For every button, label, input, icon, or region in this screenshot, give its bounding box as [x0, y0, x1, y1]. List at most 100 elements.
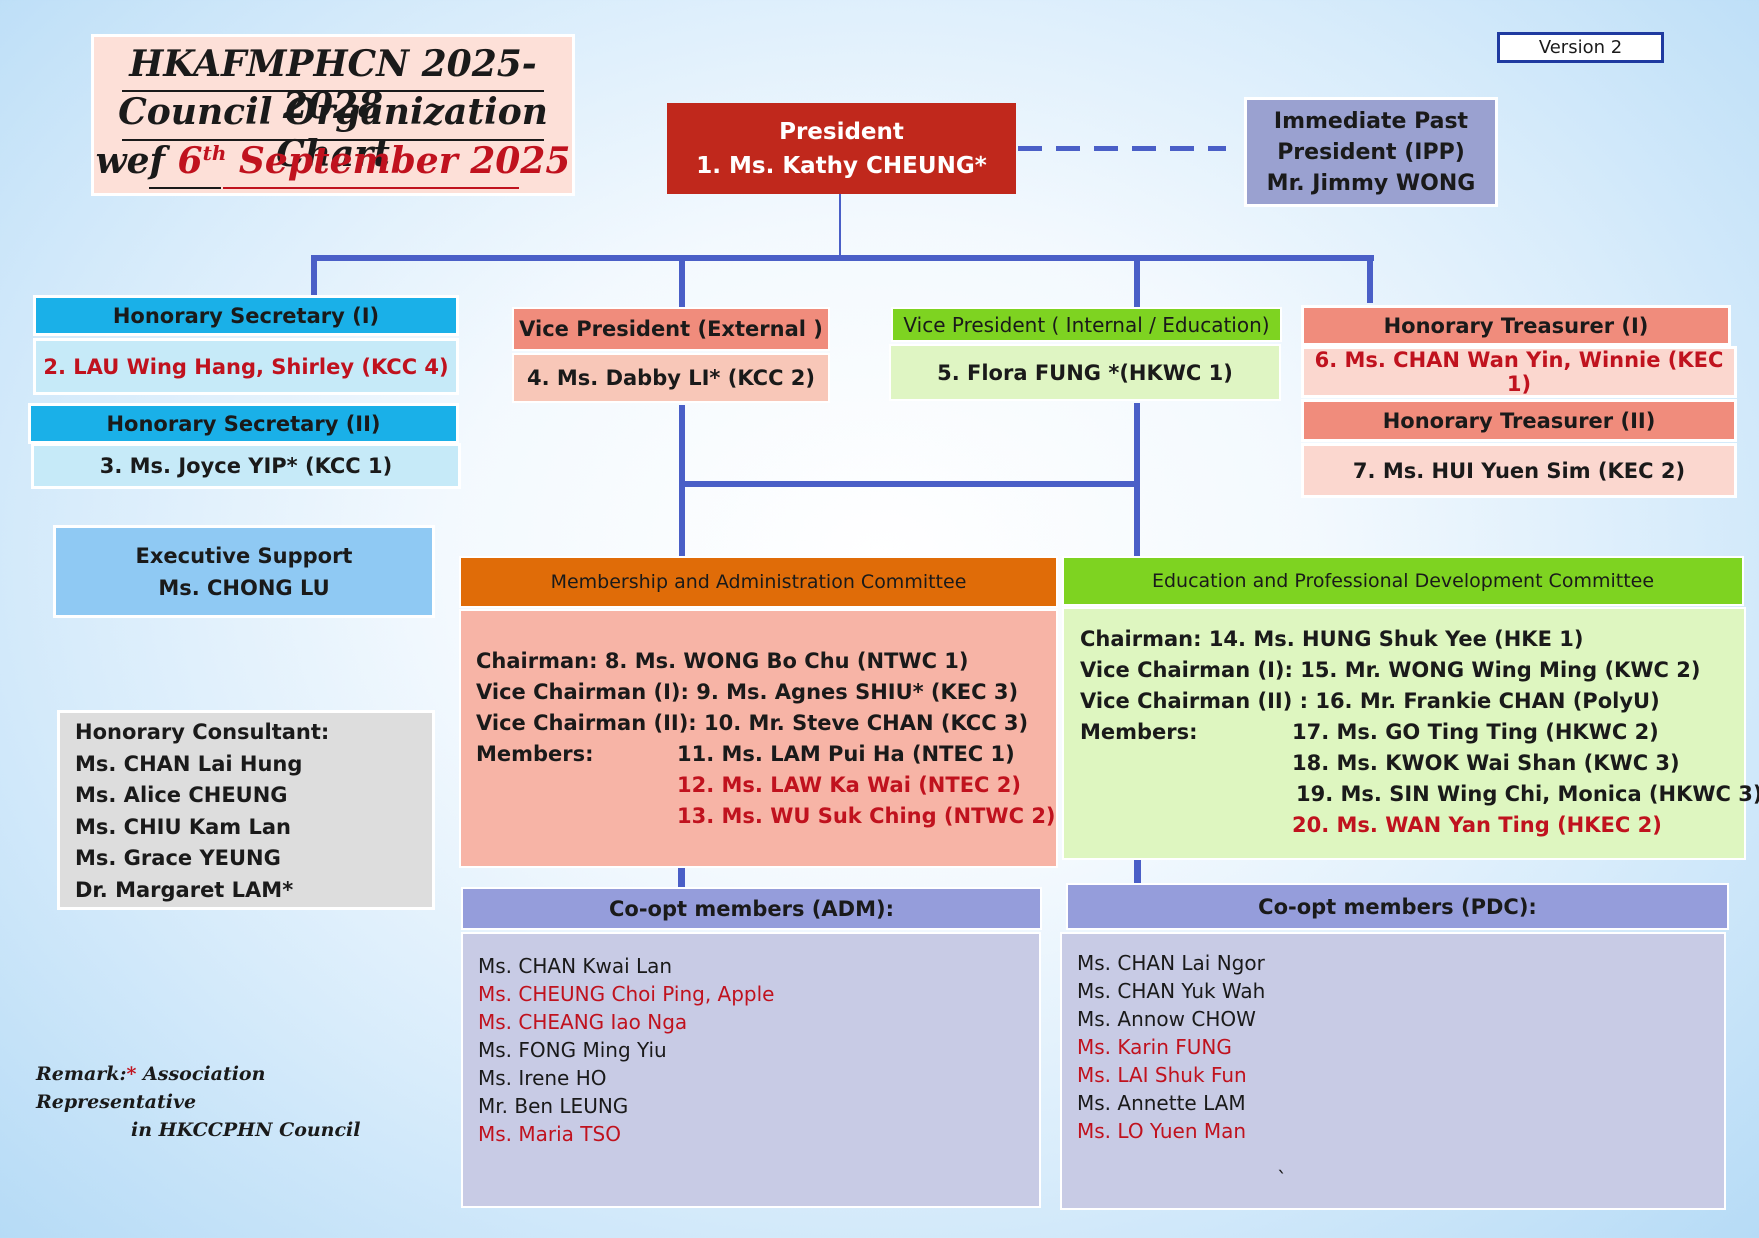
coopt-pdc-title: Co-opt members (PDC):: [1066, 883, 1729, 930]
treasurer-2-name: 7. Ms. HUI Yuen Sim (KEC 2): [1301, 443, 1737, 498]
adm-committee-members: Chairman: 8. Ms. WONG Bo Chu (NTWC 1) Vi…: [459, 609, 1058, 868]
ipp-name: Mr. Jimmy WONG: [1266, 170, 1476, 196]
consultant-name: Ms. CHAN Lai Hung: [75, 751, 303, 776]
connector-vp-int-down: [1134, 403, 1140, 556]
pdc-role: Chairman:: [1080, 627, 1209, 651]
title-rule-1: [122, 90, 544, 92]
coopt-pdc-member: Ms. LO Yuen Man: [1077, 1119, 1247, 1143]
pdc-member-name: 18. Ms. KWOK Wai Shan (KWC 3): [1292, 751, 1680, 775]
title-date-rest: September 2025: [238, 140, 571, 182]
pdc-row-vice-chairman-1: Vice Chairman (I): 15. Mr. WONG Wing Min…: [1080, 658, 1700, 682]
adm-row-vice-chairman-2: Vice Chairman (II): 10. Mr. Steve CHAN (…: [476, 711, 1028, 735]
pdc-role: Vice Chairman (II) :: [1080, 689, 1316, 713]
remark-text: Association Representative: [36, 1063, 266, 1113]
vp-external-name: 4. Ms. Dabby LI* (KCC 2): [512, 353, 830, 403]
connector-top-bar: [311, 255, 1374, 261]
coopt-pdc-member: Ms. Karin FUNG: [1077, 1035, 1232, 1059]
coopt-pdc-member: Ms. LAI Shuk Fun: [1077, 1063, 1247, 1087]
coopt-pdc-member: Ms. CHAN Lai Ngor: [1077, 951, 1265, 975]
connector-vp-ext-down: [679, 405, 685, 556]
honorary-consultant-box: Honorary Consultant: Ms. CHAN Lai Hung M…: [57, 710, 435, 910]
coopt-adm-member: Ms. Irene HO: [478, 1066, 607, 1090]
adm-member-name: 8. Ms. WONG Bo Chu (NTWC 1): [604, 649, 969, 673]
adm-member-name: 13. Ms. WU Suk Ching (NTWC 2): [677, 804, 1056, 828]
adm-role: Chairman:: [476, 649, 605, 673]
adm-row-members-label: Members:: [476, 742, 594, 766]
president-box: President 1. Ms. Kathy CHEUNG*: [667, 103, 1016, 194]
vp-internal-title: Vice President ( Internal / Education): [891, 307, 1282, 342]
stray-mark: `: [1277, 1167, 1287, 1191]
pdc-member-name: 19. Ms. SIN Wing Chi, Monica (HKWC 3): [1296, 782, 1759, 806]
treasurer-2-title: Honorary Treasurer (II): [1301, 399, 1737, 442]
ipp-line-2: President (IPP): [1277, 139, 1465, 165]
pdc-member-name: 16. Mr. Frankie CHAN (PolyU): [1315, 689, 1660, 713]
title-date-line: wef 6th September 2025: [94, 140, 572, 182]
executive-support-title: Executive Support: [135, 543, 353, 568]
title-rule-3: [149, 187, 221, 189]
version-label: Version 2: [1497, 32, 1664, 63]
consultant-title: Honorary Consultant:: [75, 720, 330, 744]
adm-row-chairman: Chairman: 8. Ms. WONG Bo Chu (NTWC 1): [476, 649, 969, 673]
secretary-1-title: Honorary Secretary (I): [33, 295, 459, 336]
coopt-pdc-member: Ms. Annow CHOW: [1077, 1007, 1256, 1031]
coopt-pdc-list: Ms. CHAN Lai Ngor Ms. CHAN Yuk Wah Ms. A…: [1060, 932, 1726, 1210]
executive-support-box: Executive Support Ms. CHONG LU: [53, 525, 435, 618]
adm-member-name: 9. Ms. Agnes SHIU* (KEC 3): [696, 680, 1019, 704]
executive-support-name: Ms. CHONG LU: [158, 575, 330, 600]
adm-role: Vice Chairman (I):: [476, 680, 697, 704]
connector-vp-cross: [679, 481, 1140, 487]
pdc-role: Vice Chairman (I):: [1080, 658, 1301, 682]
coopt-adm-member: Ms. FONG Ming Yiu: [478, 1038, 667, 1062]
remark-line-1: Remark:* Association Representative: [36, 1060, 416, 1116]
remark-star: *: [126, 1063, 137, 1085]
adm-role: Vice Chairman (II):: [476, 711, 705, 735]
connector-drop-vp-external: [679, 258, 685, 307]
coopt-adm-list: Ms. CHAN Kwai Lan Ms. CHEUNG Choi Ping, …: [461, 932, 1041, 1208]
connector-adm-coopt: [678, 868, 685, 887]
treasurer-1-name: 6. Ms. CHAN Wan Yin, Winnie (KEC 1): [1301, 346, 1737, 398]
pdc-committee-title: Education and Professional Development C…: [1062, 556, 1744, 606]
title-rule-2: [122, 139, 544, 141]
title-wef: wef: [95, 140, 165, 182]
title-date-suffix: th: [202, 141, 227, 165]
consultant-name: Dr. Margaret LAM*: [75, 877, 294, 902]
title-line-1: HKAFMPHCN 2025-2028: [129, 43, 537, 127]
title-date: 6th September 2025: [178, 140, 571, 182]
ipp-box: Immediate Past President (IPP) Mr. Jimmy…: [1244, 97, 1498, 207]
coopt-pdc-member: Ms. CHAN Yuk Wah: [1077, 979, 1266, 1003]
pdc-member-name: 20. Ms. WAN Yan Ting (HKEC 2): [1292, 813, 1662, 837]
connector-ipp-dashed: [1018, 146, 1226, 151]
vp-internal-name: 5. Flora FUNG *(HKWC 1): [889, 344, 1281, 401]
adm-row-vice-chairman-1: Vice Chairman (I): 9. Ms. Agnes SHIU* (K…: [476, 680, 1018, 704]
secretary-2-title: Honorary Secretary (II): [28, 403, 459, 444]
president-title: President: [779, 118, 904, 145]
title-rule-red: [223, 187, 519, 189]
pdc-row-members-label: Members:: [1080, 720, 1198, 744]
coopt-pdc-member: Ms. Annette LAM: [1077, 1091, 1246, 1115]
secretary-2-name: 3. Ms. Joyce YIP* (KCC 1): [31, 443, 461, 489]
secretary-1-name: 2. LAU Wing Hang, Shirley (KCC 4): [33, 338, 459, 395]
connector-drop-vp-internal: [1134, 258, 1140, 307]
chart-title-box: HKAFMPHCN 2025-2028 Council Organization…: [91, 34, 575, 196]
consultant-name: Ms. Grace YEUNG: [75, 846, 281, 870]
title-date-day: 6: [177, 140, 203, 182]
vp-external-title: Vice President (External ): [512, 307, 830, 351]
coopt-adm-member: Ms. CHEUNG Choi Ping, Apple: [478, 982, 775, 1006]
coopt-adm-member: Ms. CHAN Kwai Lan: [478, 954, 673, 978]
coopt-adm-member: Ms. CHEANG Iao Nga: [478, 1010, 688, 1034]
connector-president-down: [839, 194, 841, 256]
consultant-name: Ms. CHIU Kam Lan: [75, 814, 291, 839]
pdc-row-chairman: Chairman: 14. Ms. HUNG Shuk Yee (HKE 1): [1080, 627, 1583, 651]
ipp-line-1: Immediate Past: [1273, 108, 1469, 134]
remark-note: Remark:* Association Representative in H…: [36, 1060, 416, 1144]
adm-member-name: 11. Ms. LAM Pui Ha (NTEC 1): [677, 742, 1015, 766]
treasurer-1-title: Honorary Treasurer (I): [1301, 305, 1731, 346]
pdc-row-vice-chairman-2: Vice Chairman (II) : 16. Mr. Frankie CHA…: [1080, 689, 1660, 713]
coopt-adm-member: Ms. Maria TSO: [478, 1122, 621, 1146]
remark-line-2: in HKCCPHN Council: [131, 1119, 361, 1141]
adm-committee-title: Membership and Administration Committee: [459, 556, 1058, 608]
consultant-name: Ms. Alice CHEUNG: [75, 783, 288, 807]
connector-drop-secretary: [311, 255, 317, 297]
coopt-adm-member: Mr. Ben LEUNG: [478, 1094, 629, 1118]
coopt-adm-title: Co-opt members (ADM):: [461, 887, 1042, 930]
